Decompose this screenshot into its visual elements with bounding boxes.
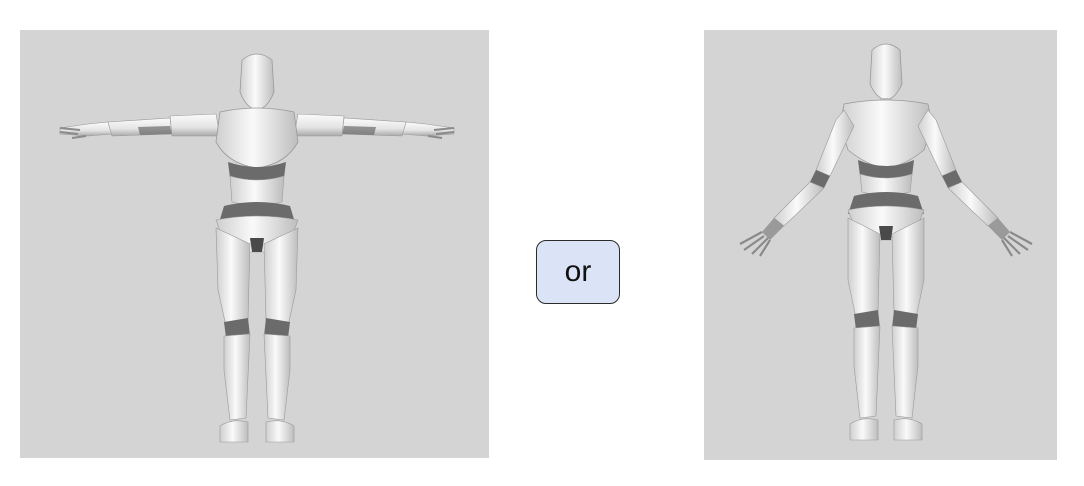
or-separator: or: [536, 240, 620, 304]
t-pose-figure-panel: [20, 30, 489, 458]
t-pose-mannequin-illustration: [59, 53, 455, 443]
a-pose-mannequin-illustration: [739, 43, 1033, 441]
a-pose-figure-panel: [704, 30, 1057, 460]
or-label: or: [564, 255, 592, 288]
